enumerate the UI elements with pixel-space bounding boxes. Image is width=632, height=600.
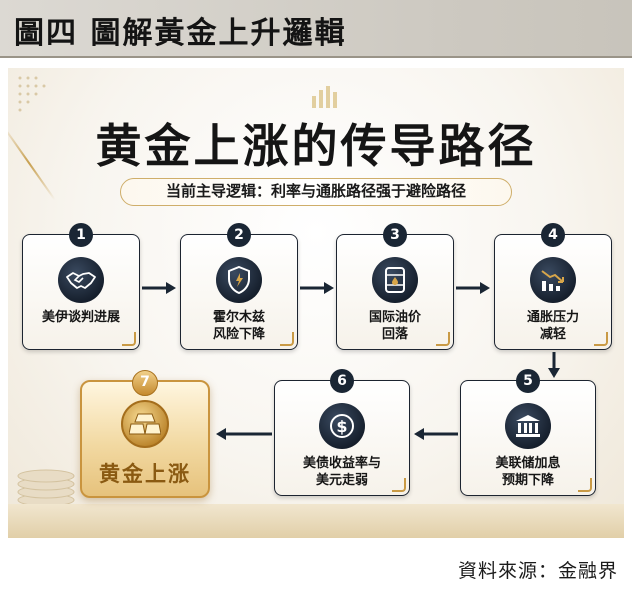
arrow-4-to-5	[548, 352, 560, 378]
step-card-2: 2 霍尔木兹 风险下降	[180, 223, 298, 350]
figure-title: 圖四 圖解黃金上升邏輯	[14, 16, 347, 51]
step-label-1: 美伊谈判进展	[41, 310, 120, 325]
arrow-3-to-4	[456, 282, 490, 294]
shield-icon	[216, 257, 262, 303]
source-note: 資料來源：金融界	[457, 560, 618, 582]
step-number-5: 5	[516, 369, 540, 393]
gold-bars-icon	[121, 400, 169, 448]
panel-base	[8, 504, 624, 538]
infographic-panel: 黄金上涨的传导路径 当前主导逻辑：利率与通胀路径强于避险路径 1 美伊谈判进展 …	[8, 68, 624, 538]
arrow-1-to-2	[142, 282, 176, 294]
infographic-title: 黄金上涨的传导路径	[95, 119, 537, 173]
step-label-2: 霍尔木兹 风险下降	[212, 310, 265, 342]
step-label-4: 通胀压力 减轻	[526, 310, 579, 342]
step-card-4: 4 通胀压力 减轻	[494, 223, 612, 350]
decorative-dots	[18, 76, 46, 112]
arrow-2-to-3	[300, 282, 334, 294]
step-number-1: 1	[69, 223, 93, 247]
step-number-2: 2	[227, 223, 251, 247]
bank-icon	[505, 403, 551, 449]
step-number-3: 3	[383, 223, 407, 247]
step-label-5: 美联储加息 预期下降	[495, 456, 561, 488]
step-card-1: 1 美伊谈判进展	[22, 223, 140, 350]
handshake-icon	[58, 257, 104, 303]
oil-barrel-icon	[372, 257, 418, 303]
dollar-icon: $	[319, 403, 365, 449]
header-band: 圖四 圖解黃金上升邏輯	[0, 0, 632, 58]
svg-text:$: $	[336, 417, 347, 436]
step-number-4: 4	[541, 223, 565, 247]
chart-down-icon	[530, 257, 576, 303]
step-card-6: 6 $ 美债收益率与 美元走弱	[274, 369, 410, 496]
step-label-3: 国际油价 回落	[368, 310, 421, 342]
arrow-5-to-6	[414, 428, 458, 440]
infographic-subtitle: 当前主导逻辑：利率与通胀路径强于避险路径	[120, 178, 512, 206]
step-label-6: 美债收益率与 美元走弱	[302, 456, 381, 488]
step-label-7: 黄金上涨	[99, 462, 191, 486]
step-card-3: 3 国际油价 回落	[336, 223, 454, 350]
step-number-7: 7	[132, 370, 158, 396]
step-card-5: 5 美联储加息 预期下降	[460, 369, 596, 496]
arrow-6-to-7	[216, 428, 272, 440]
decorative-bars	[312, 86, 337, 108]
step-number-6: 6	[330, 369, 354, 393]
step-card-7: 7 黄金上涨	[80, 370, 210, 498]
